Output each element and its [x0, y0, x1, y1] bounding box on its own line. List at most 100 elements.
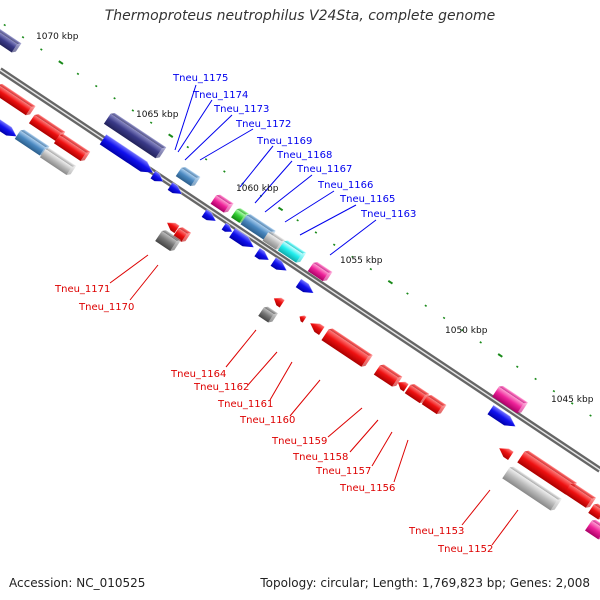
gene-label-tneu-1172[interactable]: Tneu_1172	[235, 119, 291, 130]
gene-label-tneu-1173[interactable]: Tneu_1173	[213, 104, 269, 115]
minor-tick	[424, 304, 428, 307]
feature-red-1164[interactable]	[271, 294, 285, 308]
gene-label-tneu-1164[interactable]: Tneu_1164	[170, 369, 226, 380]
leader-line-plus	[329, 219, 377, 256]
minor-tick	[516, 365, 519, 368]
feature-blue-1171b[interactable]	[167, 181, 185, 197]
map-title: Thermoproteus neutrophilus V24Sta, compl…	[104, 8, 496, 24]
gene-label-tneu-1158[interactable]: Tneu_1158	[292, 452, 348, 463]
gene-label-tneu-1167[interactable]: Tneu_1167	[296, 164, 352, 175]
major-tick	[497, 353, 503, 358]
gene-label-tneu-1159[interactable]: Tneu_1159	[271, 436, 327, 447]
gene-label-tneu-1153[interactable]: Tneu_1153	[408, 526, 464, 537]
minor-tick	[223, 170, 226, 173]
minor-tick	[3, 23, 6, 27]
minor-tick	[461, 328, 464, 332]
major-tick	[168, 133, 174, 138]
leader-line-minus	[491, 509, 519, 546]
gene-label-tneu-1166[interactable]: Tneu_1166	[317, 180, 373, 191]
feature-red-1162[interactable]	[298, 313, 307, 323]
gene-label-tneu-1152[interactable]: Tneu_1152	[437, 544, 493, 555]
feature-red-1160[interactable]	[321, 327, 373, 369]
minor-tick	[296, 219, 299, 222]
gene-label-tneu-1163[interactable]: Tneu_1163	[360, 209, 416, 220]
gene-label-tneu-1161[interactable]: Tneu_1161	[217, 399, 273, 410]
major-tick	[387, 279, 394, 285]
leader-line-minus	[371, 431, 393, 467]
minor-tick	[332, 243, 336, 246]
minor-tick	[406, 292, 409, 295]
leader-line-plus	[184, 114, 233, 161]
feature-blue-left[interactable]	[0, 115, 19, 141]
feature-red-1156[interactable]	[421, 393, 447, 415]
feature-magenta-1153[interactable]	[492, 384, 528, 415]
scale-label-1060: 1060 kbp	[236, 184, 279, 194]
feature-magenta-1169[interactable]	[210, 193, 234, 214]
gene-label-tneu-1162[interactable]: Tneu_1162	[193, 382, 249, 393]
feature-red-1158[interactable]	[395, 378, 409, 392]
feature-red-left-3[interactable]	[53, 132, 91, 162]
feature-blue-1153[interactable]	[487, 404, 518, 431]
minor-tick	[113, 97, 116, 100]
scale-label-1050: 1050 kbp	[445, 326, 488, 336]
minor-tick	[94, 84, 98, 88]
minor-tick	[204, 158, 208, 161]
feature-blue-1174[interactable]	[99, 133, 157, 177]
feature-blue-1164b[interactable]	[270, 256, 290, 274]
feature-blue-1165b[interactable]	[254, 247, 271, 264]
feature-cyan-1165[interactable]	[277, 239, 307, 265]
feature-red-1171[interactable]	[165, 219, 180, 234]
feature-gray-1170[interactable]	[155, 229, 181, 253]
feature-red-left-1[interactable]	[0, 82, 36, 117]
feature-blue-1173[interactable]	[150, 170, 166, 185]
genome-summary-text: Topology: circular; Length: 1,769,823 bp…	[260, 576, 590, 590]
leader-line-minus	[393, 439, 409, 483]
feature-navy-left-edge[interactable]	[0, 25, 22, 54]
minor-tick	[131, 109, 135, 112]
gene-label-tneu-1157[interactable]: Tneu_1157	[315, 466, 371, 477]
minor-tick	[40, 48, 43, 51]
feature-red-1155[interactable]	[496, 444, 514, 461]
leader-line-plus	[299, 204, 357, 236]
leader-line-minus	[269, 361, 293, 401]
minor-tick	[479, 341, 482, 344]
gene-label-tneu-1171[interactable]: Tneu_1171	[54, 284, 110, 295]
feature-lgray-left[interactable]	[39, 146, 77, 176]
feature-blue-1166b[interactable]	[229, 227, 257, 252]
minor-tick	[351, 255, 354, 259]
gene-label-tneu-1160[interactable]: Tneu_1160	[239, 415, 295, 426]
scale-label-1055: 1055 kbp	[340, 256, 383, 266]
feature-blue-1168b[interactable]	[221, 222, 235, 235]
major-tick	[58, 60, 64, 65]
leader-line-plus	[199, 128, 254, 161]
feature-magenta-right-edge[interactable]	[585, 518, 600, 541]
leader-line-plus	[264, 174, 313, 213]
gene-label-tneu-1165[interactable]: Tneu_1165	[339, 194, 395, 205]
feature-magenta-1163[interactable]	[307, 260, 333, 282]
feature-gray-1164[interactable]	[258, 305, 278, 324]
feature-blue-1163b[interactable]	[295, 278, 317, 297]
gene-label-tneu-1168[interactable]: Tneu_1168	[276, 150, 332, 161]
gene-label-tneu-1174[interactable]: Tneu_1174	[192, 90, 248, 101]
gene-label-tneu-1169[interactable]: Tneu_1169	[256, 136, 312, 147]
feature-red-1152[interactable]	[564, 482, 597, 510]
feature-red-1159[interactable]	[373, 363, 403, 389]
gene-label-tneu-1156[interactable]: Tneu_1156	[339, 483, 395, 494]
feature-steel-1172[interactable]	[175, 165, 201, 187]
leader-line-minus	[327, 407, 363, 438]
feature-navy-1175[interactable]	[103, 111, 167, 160]
scale-ticks	[3, 23, 592, 417]
leader-line-minus	[129, 264, 159, 301]
scale-label-1065: 1065 kbp	[136, 110, 179, 120]
gene-features	[0, 25, 600, 541]
gene-label-tneu-1175[interactable]: Tneu_1175	[172, 73, 228, 84]
feature-blue-1169b[interactable]	[201, 208, 219, 224]
scale-label-1070: 1070 kbp	[36, 32, 79, 42]
minor-tick	[369, 267, 373, 271]
minor-tick	[570, 402, 574, 405]
feature-lgray-1153[interactable]	[502, 465, 562, 512]
feature-red-1161[interactable]	[307, 319, 325, 336]
gene-label-tneu-1170[interactable]: Tneu_1170	[78, 302, 134, 313]
